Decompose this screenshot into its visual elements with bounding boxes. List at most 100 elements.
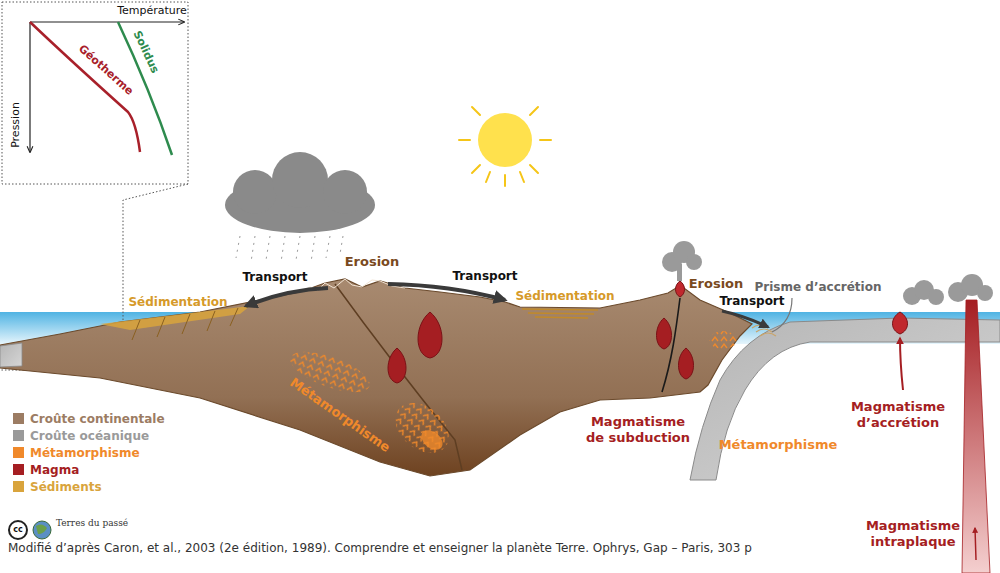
smoke-part xyxy=(977,285,993,301)
sediment-layer xyxy=(528,313,594,314)
watermark: Terres du passé xyxy=(56,518,128,529)
rain-cloud xyxy=(225,152,375,233)
cc-logo xyxy=(9,521,27,539)
fault-line xyxy=(182,314,190,334)
process-label: Métamorphisme xyxy=(287,375,393,456)
cloud-part xyxy=(323,170,367,214)
legend-swatch xyxy=(13,413,24,424)
globe-logo xyxy=(33,521,51,539)
geotherm-curve xyxy=(30,22,140,152)
caption: Modifié d’après Caron, et al., 2003 (2e … xyxy=(8,541,752,555)
part-label: Prisme d’accrétion xyxy=(755,280,882,294)
process-label: Transport xyxy=(452,269,517,283)
process-label: Magmatisme de subduction xyxy=(582,414,694,445)
process-label: Métamorphisme xyxy=(719,437,838,453)
volcanic-plume xyxy=(903,274,993,305)
process-label: Erosion xyxy=(345,254,400,270)
sun-ray xyxy=(486,172,490,182)
sun xyxy=(459,107,551,186)
metamorphism-zone xyxy=(386,393,459,464)
legend-text: Sédiments xyxy=(30,480,102,494)
rain-drop xyxy=(251,236,255,262)
sun-ray xyxy=(540,139,551,141)
magma-body xyxy=(418,312,442,358)
transport-arrow xyxy=(246,288,328,306)
rain-drop xyxy=(296,236,300,260)
sun-ray xyxy=(472,107,480,115)
legend-swatch xyxy=(13,430,24,441)
process-label: Erosion xyxy=(689,276,744,292)
sun-ray xyxy=(472,165,480,173)
legend-text: Magma xyxy=(30,463,79,477)
curve-label: Solidus xyxy=(130,29,161,76)
globe-land xyxy=(36,524,47,534)
tilted-blocks xyxy=(132,308,238,340)
volcanic-plume xyxy=(662,241,702,281)
sun-disc xyxy=(478,113,532,167)
sun-ray xyxy=(459,139,470,141)
continental-crust xyxy=(0,279,752,476)
magma-body xyxy=(679,348,694,379)
fault-line xyxy=(157,317,165,337)
metamorphism-zone xyxy=(709,331,737,349)
hotspot-plume xyxy=(962,300,990,573)
fault-line xyxy=(207,311,215,331)
legend-item: Croûte continentale xyxy=(13,410,165,427)
transport-arrow xyxy=(722,311,768,327)
legend-item: Métamorphisme xyxy=(13,444,140,461)
legend-swatch xyxy=(13,464,24,475)
legend-text: Croûte océanique xyxy=(30,429,149,443)
inset-frame xyxy=(2,2,188,184)
pressure-axis xyxy=(29,22,30,152)
legend-item: Croûte océanique xyxy=(13,427,149,444)
sun-ray xyxy=(504,175,506,186)
rain-drop xyxy=(266,236,270,260)
rain-drop xyxy=(311,236,315,262)
magma-body xyxy=(388,348,406,383)
smoke-column xyxy=(677,264,682,281)
axis-label: Température xyxy=(117,4,187,17)
ridge-plume xyxy=(900,338,903,390)
legend-item: Sédiments xyxy=(13,478,102,495)
basin-sediments xyxy=(522,309,598,318)
legend-swatch xyxy=(13,481,24,492)
rain-drop xyxy=(340,236,343,254)
smoke-part xyxy=(928,289,944,305)
legend-text: Métamorphisme xyxy=(30,446,140,460)
process-label: Sédimentation xyxy=(128,295,227,309)
plume-arrow xyxy=(975,528,976,560)
rain-drop xyxy=(326,236,330,258)
metamorphism-core xyxy=(418,426,447,454)
rain-drop xyxy=(236,236,240,258)
margin-sediments xyxy=(100,306,250,330)
rain-drop xyxy=(281,236,285,262)
prism-layer xyxy=(756,329,772,332)
process-label: Transport xyxy=(719,294,784,308)
cloud-part xyxy=(233,170,277,214)
legend-item: Magma xyxy=(13,461,79,478)
sediment-layer xyxy=(522,309,598,310)
process-label: Magmatisme d’accrétion xyxy=(843,399,953,430)
process-label: Sédimentation xyxy=(515,289,614,303)
legend-text: Croûte continentale xyxy=(30,412,165,426)
sun-ray xyxy=(520,172,524,182)
legend-swatch xyxy=(13,447,24,458)
sun-rays xyxy=(459,107,551,186)
sun-ray xyxy=(530,165,538,173)
oceanic-crust xyxy=(690,318,1000,480)
temperature-axis xyxy=(30,21,184,22)
oceanic-crust xyxy=(0,343,22,367)
magma-conduit xyxy=(662,298,680,392)
sun-ray xyxy=(530,107,538,115)
fault-line xyxy=(230,308,238,326)
volcano-vent xyxy=(676,281,685,297)
transport-arrow xyxy=(388,284,505,300)
axis-label: Pression xyxy=(9,102,22,148)
rain xyxy=(236,236,343,262)
cloud-part xyxy=(272,152,328,208)
fault-line xyxy=(132,320,140,340)
licence-mark: cc xyxy=(13,525,22,535)
sediment-layer xyxy=(535,317,588,318)
